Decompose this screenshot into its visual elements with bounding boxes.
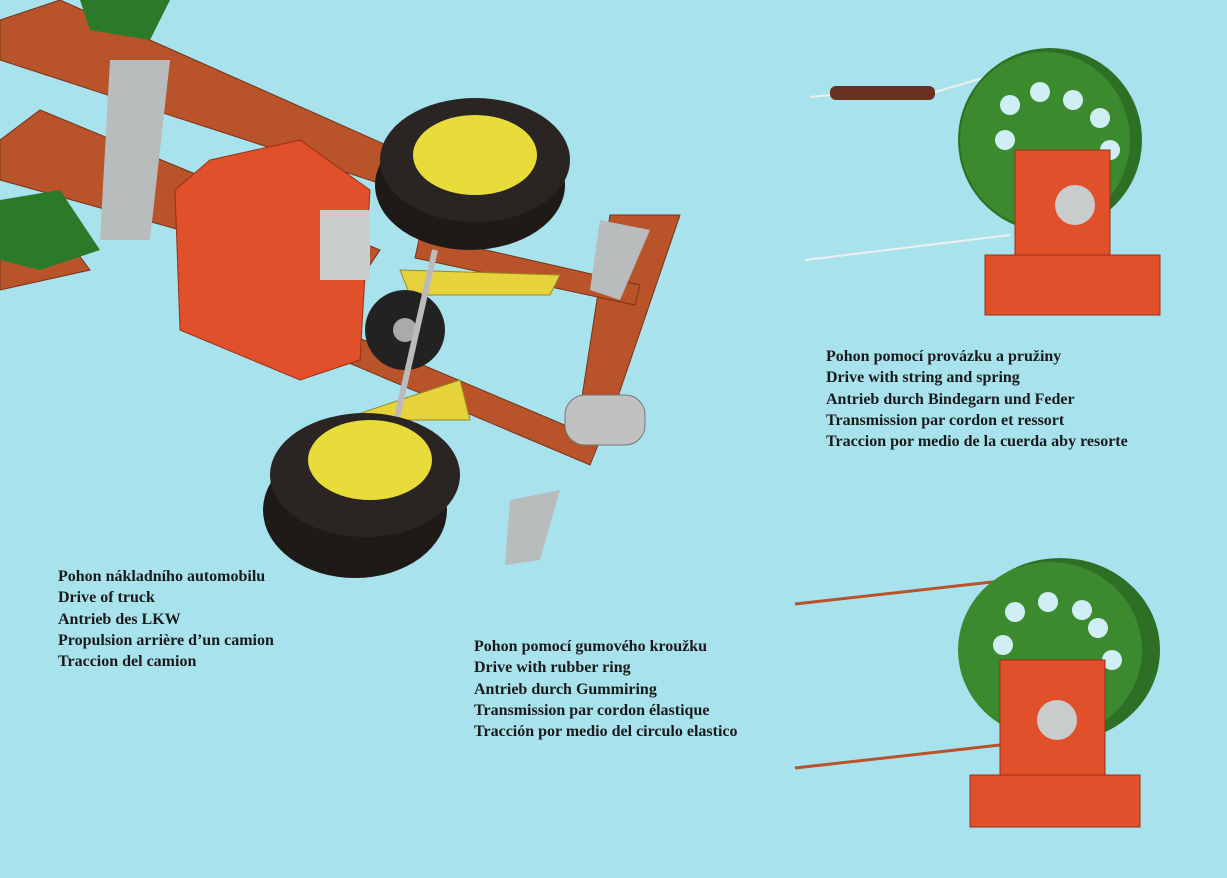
caption-line-cs: Pohon pomocí gumového kroužku <box>474 638 708 655</box>
caption-line-cs: Pohon pomocí provázku a pružiny <box>826 348 1062 365</box>
spring <box>830 86 935 100</box>
truck-drive-illustration <box>0 0 681 578</box>
caption-truck-drive: Pohon nákladního automobilu Drive of tru… <box>58 566 274 672</box>
caption-line-es: Traccion por medio de la cuerda aby reso… <box>826 433 1128 451</box>
caption-line-es: Traccion del camion <box>58 653 197 671</box>
caption-line-fr: Transmission par cordon élastique <box>474 701 710 719</box>
caption-line-de: Antrieb durch Gummiring <box>474 680 657 698</box>
wheel-bottom <box>263 413 460 578</box>
caption-line-en: Drive with string and spring <box>826 369 1020 387</box>
caption-line-en: Drive with rubber ring <box>474 659 631 677</box>
motor-block <box>174 139 371 381</box>
caption-line-de: Antrieb des LKW <box>58 610 181 628</box>
caption-string-spring-drive: Pohon pomocí provázku a pružiny Drive wi… <box>826 346 1128 452</box>
caption-line-fr: Transmission par cordon et ressort <box>826 411 1065 429</box>
caption-line-fr: Propulsion arrière d’un camion <box>58 631 274 649</box>
caption-line-en: Drive of truck <box>58 589 155 607</box>
caption-line-es: Tracción por medio del circulo elastico <box>474 723 738 741</box>
wheel-top <box>375 98 570 250</box>
caption-rubber-ring-drive: Pohon pomocí gumového kroužku Drive with… <box>474 636 738 742</box>
caption-line-cs: Pohon nákladního automobilu <box>58 568 266 585</box>
caption-line-de: Antrieb durch Bindegarn und Feder <box>826 390 1075 408</box>
